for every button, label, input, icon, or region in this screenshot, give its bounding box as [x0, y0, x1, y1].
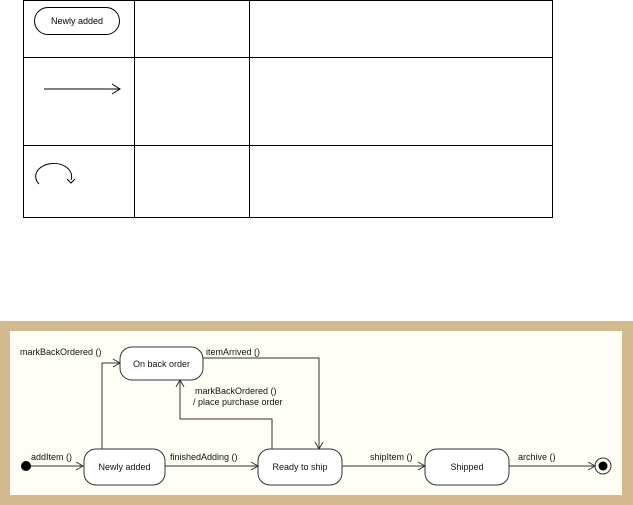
arrowhead-icon — [417, 461, 427, 471]
state-diagram-frame: addItem () On back order Newly added Rea… — [0, 321, 633, 505]
state-ready-to-ship — [257, 448, 343, 486]
legend-row-state: Newly added — [23, 0, 553, 58]
transition-mark-back-ordered-2 — [179, 380, 273, 449]
label-place-purchase-order: / place purchase order — [193, 397, 283, 407]
legend-description-cell — [249, 145, 553, 218]
legend-table: Newly added — [23, 0, 553, 218]
legend-row-self-transition — [23, 145, 553, 218]
label-finished-adding: finishedAdding () — [170, 452, 238, 462]
legend-name-cell — [134, 57, 250, 146]
label-ship-item: shipItem () — [370, 452, 413, 462]
arrowhead-icon — [112, 358, 122, 368]
arrowhead-icon — [250, 461, 260, 471]
state-diagram-canvas: addItem () On back order Newly added Rea… — [10, 331, 622, 495]
legend-name-cell — [134, 0, 250, 58]
initial-state-icon — [21, 461, 31, 471]
transition-arrow-icon — [44, 83, 121, 95]
label-mark-back-ordered-2: markBackOrdered () — [195, 386, 277, 396]
state-diagram: addItem () On back order Newly added Rea… — [20, 346, 612, 486]
arrowhead-icon — [314, 441, 324, 451]
legend-description-cell — [249, 0, 553, 58]
legend-row-transition — [23, 57, 553, 146]
transition-item-arrived — [203, 357, 320, 449]
state-on-back-order-label: On back order — [133, 359, 190, 369]
state-newly-added-label: Newly added — [98, 462, 150, 472]
state-symbol-label: Newly added — [50, 16, 104, 26]
legend-symbol-cell: Newly added — [23, 0, 135, 58]
state-symbol: Newly added — [34, 7, 120, 35]
legend-symbol-cell — [23, 145, 135, 218]
state-shipped-label: Shipped — [450, 462, 483, 472]
state-ready-to-ship-label: Ready to ship — [272, 462, 327, 472]
legend-name-cell — [134, 145, 250, 218]
state-newly-added — [83, 448, 166, 486]
arrowhead-icon — [175, 378, 185, 388]
legend-symbol-cell — [23, 57, 135, 146]
self-transition-icon — [35, 163, 76, 185]
arrowhead-icon — [587, 461, 597, 471]
legend-description-cell — [249, 57, 553, 146]
arrowhead-icon — [75, 461, 85, 471]
label-archive: archive () — [518, 452, 556, 462]
label-add-item: addItem () — [31, 452, 72, 462]
transition-mark-back-ordered-1 — [101, 362, 120, 449]
state-shipped — [424, 448, 510, 486]
label-item-arrived: itemArrived () — [206, 347, 260, 357]
label-mark-back-ordered-1: markBackOrdered () — [20, 347, 102, 357]
